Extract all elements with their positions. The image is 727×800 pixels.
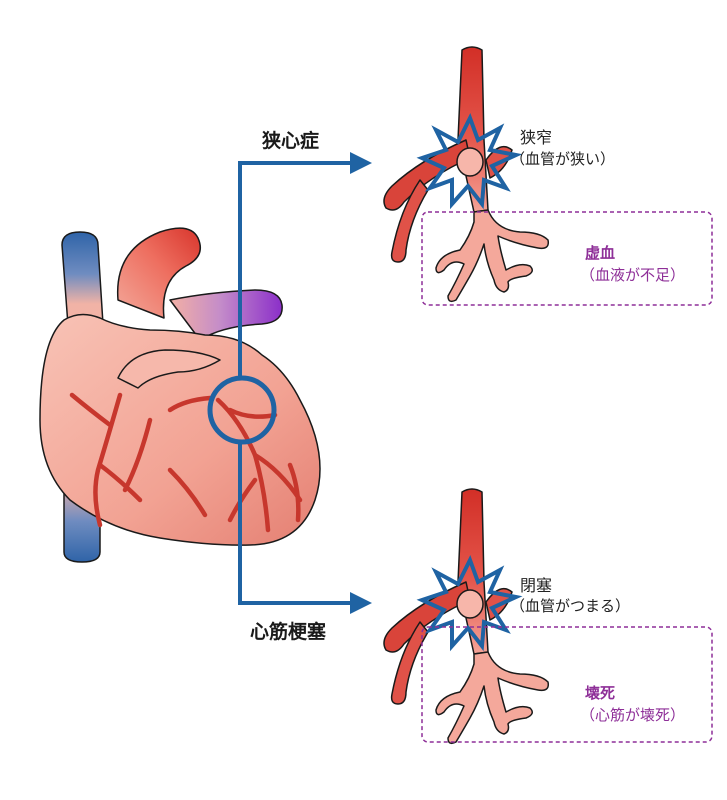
flow-line: [238, 161, 354, 378]
arrow-to-angina: [350, 152, 372, 174]
heart-illustration: [39, 227, 321, 563]
flow-arrows: [238, 152, 372, 614]
infarction-title: 心筋梗塞: [250, 621, 327, 643]
angina-title: 狭心症: [262, 130, 320, 152]
stenosis-label: 狭窄: [520, 128, 553, 147]
occlusion-burst: [416, 554, 523, 652]
aorta: [116, 227, 201, 319]
necrosis-detail: （心筋が壊死）: [580, 706, 686, 724]
necrosis-dashed-box: [421, 626, 713, 743]
stenosis-detail: （血管が狭い）: [510, 150, 616, 168]
arrow-to-infarction: [350, 592, 372, 614]
occlusion-label: 閉塞: [520, 576, 553, 595]
left-atrium: [117, 349, 221, 389]
necrosis-label: 壊死: [585, 684, 616, 702]
ischemia-label: 虚血: [585, 244, 616, 262]
pulmonary-artery: [169, 289, 283, 341]
occlusion-detail: （血管がつまる）: [510, 597, 631, 615]
occlusion-vessel: [383, 488, 550, 745]
flow-line: [238, 442, 354, 605]
stenosis-vessel: [383, 46, 550, 303]
ischemia-detail: （血液が不足）: [580, 266, 686, 284]
stenosis-burst: [416, 112, 523, 210]
